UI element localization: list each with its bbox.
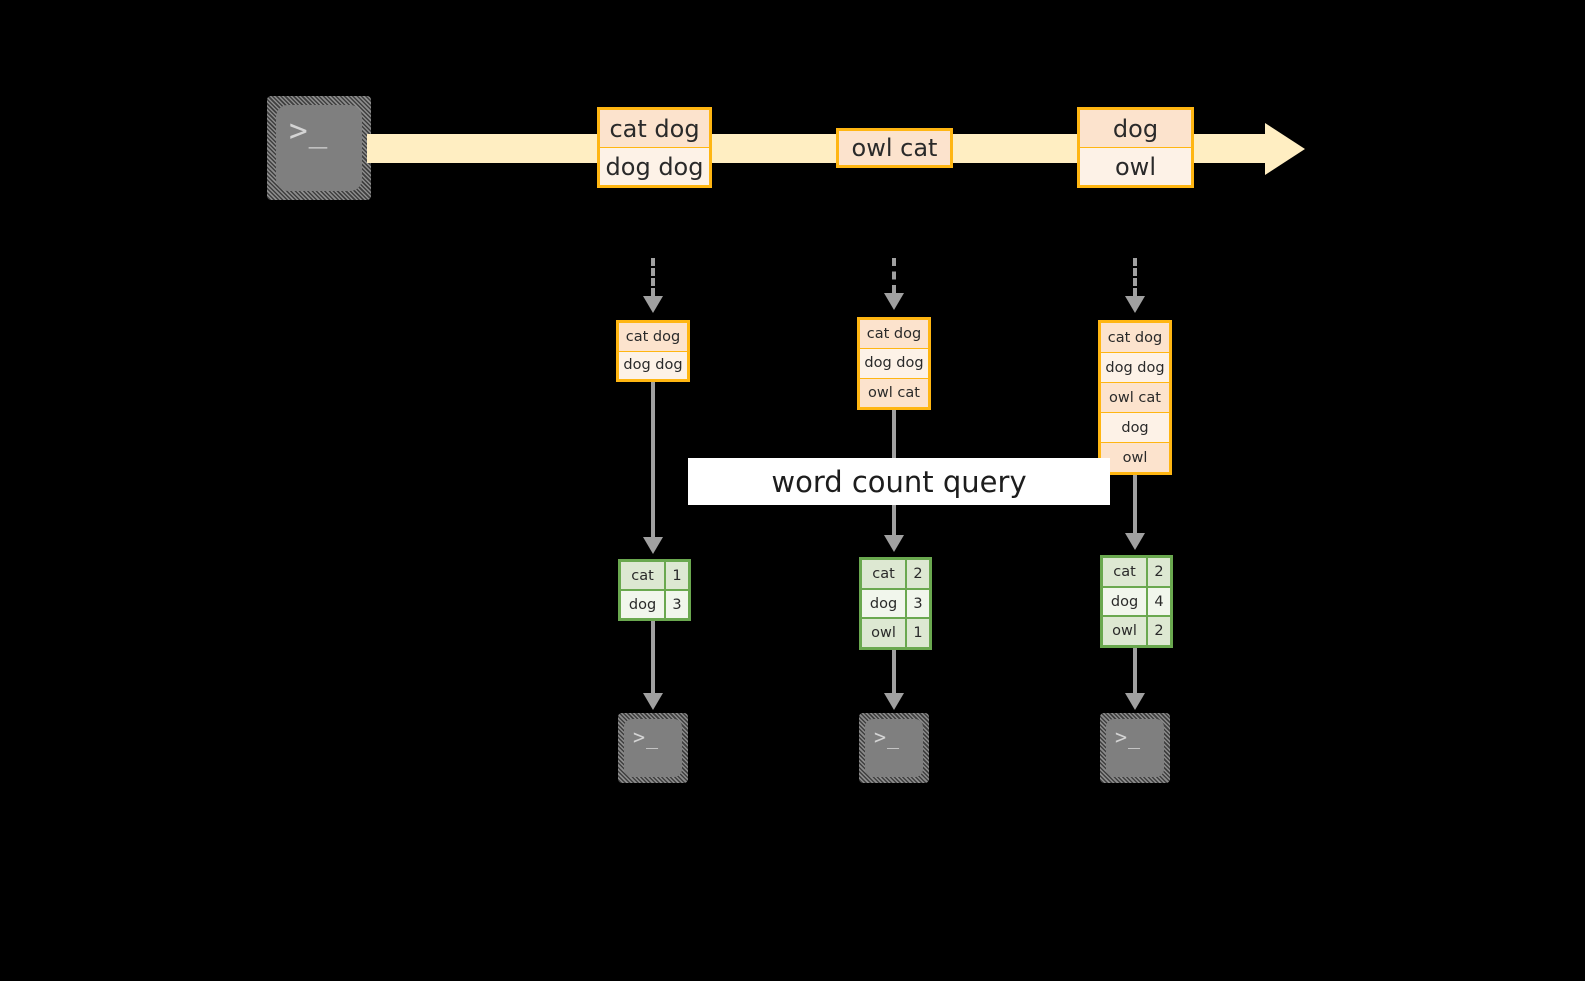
- terminal-screen: >_: [624, 719, 682, 777]
- snapshot-3-sink-terminal-icon: >_: [1100, 713, 1170, 783]
- result-count: 1: [666, 562, 688, 589]
- event-line: cat dog: [600, 110, 709, 148]
- buffer-line: dog dog: [860, 349, 928, 379]
- snapshot-2-buffer[interactable]: cat dog dog dog owl cat: [857, 317, 931, 410]
- terminal-prompt-glyph: >_: [289, 113, 329, 149]
- result-word: dog: [1103, 587, 1149, 616]
- table-row: cat 2: [862, 560, 929, 590]
- stream-event-1[interactable]: cat dog dog dog: [597, 107, 712, 188]
- buffer-line: cat dog: [619, 323, 687, 352]
- result-count: 3: [907, 589, 929, 618]
- terminal-screen: >_: [1106, 719, 1164, 777]
- terminal-screen: >_: [865, 719, 923, 777]
- stream-event-3[interactable]: dog owl: [1077, 107, 1194, 188]
- query-banner: word count query: [688, 458, 1110, 505]
- snapshot-3-result-table[interactable]: cat 2 dog 4 owl 2: [1100, 555, 1173, 648]
- snapshot-1-query-connector: [651, 382, 655, 537]
- snapshot-2-query-arrowhead: [884, 535, 904, 552]
- snapshot-1-connector-arrowhead: [643, 296, 663, 313]
- snapshot-2-sink-terminal-icon: >_: [859, 713, 929, 783]
- snapshot-2-result-table[interactable]: cat 2 dog 3 owl 1: [859, 557, 932, 650]
- stream-arrow-head: [1265, 123, 1305, 175]
- snapshot-3-buffer[interactable]: cat dog dog dog owl cat dog owl: [1098, 320, 1172, 475]
- buffer-line: dog: [1101, 413, 1169, 443]
- result-count: 3: [666, 591, 688, 618]
- snapshot-2-sink-connector: [892, 650, 896, 693]
- stream-event-2[interactable]: owl cat: [836, 128, 953, 168]
- buffer-line: owl cat: [1101, 383, 1169, 413]
- result-word: dog: [862, 589, 908, 618]
- result-count: 1: [907, 619, 929, 648]
- result-count: 2: [907, 560, 929, 588]
- snapshot-3-query-connector: [1133, 475, 1137, 533]
- terminal-prompt-glyph: >_: [633, 725, 660, 749]
- result-word: cat: [1103, 558, 1149, 586]
- result-count: 2: [1148, 617, 1170, 646]
- snapshot-2-sink-arrowhead: [884, 693, 904, 710]
- table-row: owl 1: [862, 619, 929, 648]
- snapshot-1-sink-connector: [651, 621, 655, 693]
- result-count: 4: [1148, 587, 1170, 616]
- buffer-line: dog dog: [619, 351, 687, 379]
- event-line: owl cat: [839, 131, 950, 165]
- snapshot-3-dashed-connector: [1133, 258, 1137, 296]
- result-word: cat: [862, 560, 908, 588]
- result-word: owl: [1103, 617, 1149, 646]
- snapshot-3-query-arrowhead: [1125, 533, 1145, 550]
- snapshot-1-query-arrowhead: [643, 537, 663, 554]
- terminal-prompt-glyph: >_: [1115, 725, 1142, 749]
- table-row: dog 3: [862, 589, 929, 620]
- event-line: owl: [1080, 148, 1191, 185]
- result-word: cat: [621, 562, 667, 589]
- snapshot-3-sink-connector: [1133, 648, 1137, 693]
- event-line: dog: [1080, 110, 1191, 148]
- snapshot-1-sink-terminal-icon: >_: [618, 713, 688, 783]
- buffer-line: owl: [1101, 443, 1169, 472]
- table-row: cat 1: [621, 562, 688, 591]
- table-row: dog 3: [621, 591, 688, 618]
- terminal-screen: >_: [276, 105, 362, 191]
- snapshot-1-sink-arrowhead: [643, 693, 663, 710]
- result-count: 2: [1148, 558, 1170, 586]
- table-row: dog 4: [1103, 587, 1170, 618]
- result-word: owl: [862, 619, 908, 648]
- snapshot-1-result-table[interactable]: cat 1 dog 3: [618, 559, 691, 621]
- terminal-prompt-glyph: >_: [874, 725, 901, 749]
- result-word: dog: [621, 591, 667, 618]
- snapshot-2-dashed-connector: [892, 258, 896, 293]
- snapshot-1-dashed-connector: [651, 258, 655, 296]
- buffer-line: dog dog: [1101, 353, 1169, 383]
- event-line: dog dog: [600, 148, 709, 185]
- source-terminal-icon: >_: [267, 96, 371, 200]
- buffer-line: owl cat: [860, 378, 928, 407]
- table-row: owl 2: [1103, 617, 1170, 646]
- snapshot-3-sink-arrowhead: [1125, 693, 1145, 710]
- buffer-line: cat dog: [1101, 323, 1169, 353]
- table-row: cat 2: [1103, 558, 1170, 588]
- query-label: word count query: [771, 464, 1027, 499]
- snapshot-2-connector-arrowhead: [884, 293, 904, 310]
- buffer-line: cat dog: [860, 320, 928, 350]
- snapshot-1-buffer[interactable]: cat dog dog dog: [616, 320, 690, 382]
- snapshot-3-connector-arrowhead: [1125, 296, 1145, 313]
